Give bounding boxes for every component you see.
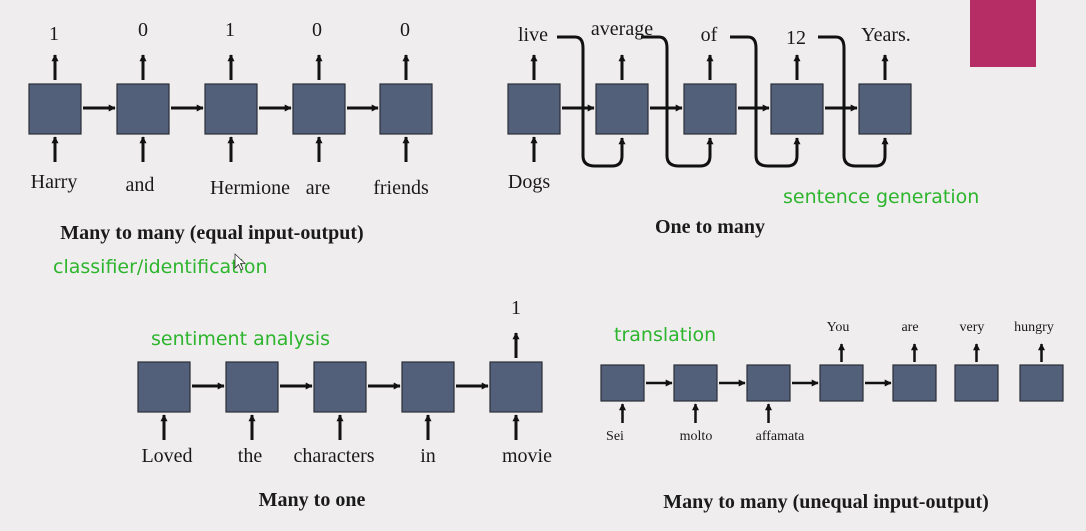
output-label: are [901, 320, 918, 335]
panel-title: Many to many (equal input-output) [60, 222, 363, 244]
output-label: Years. [861, 24, 911, 46]
feedback-arrow [557, 35, 626, 168]
rnn-cell [1019, 364, 1064, 402]
panel-many-to-many-equal: 1 0 1 0 0 Harry and Hermione are friends… [31, 19, 429, 244]
panel-many-to-many-unequal: You are very hungry Sei molto affamata M… [606, 320, 1054, 513]
feedback-arrow [730, 35, 801, 168]
rnn-cell [600, 364, 645, 402]
rnn-cell [746, 364, 791, 402]
input-label: affamata [756, 429, 805, 444]
input-label: Harry [31, 171, 78, 193]
output-label: 1 [225, 19, 235, 41]
accent-block [970, 0, 1036, 67]
rnn-cell [673, 364, 718, 402]
output-label: 0 [400, 19, 410, 41]
rnn-cell [770, 83, 824, 135]
mouse-cursor-icon [234, 253, 247, 271]
annotation-sentiment: sentiment analysis [151, 328, 330, 350]
output-label: of [701, 24, 718, 46]
rnn-cell [401, 361, 455, 413]
input-label: characters [293, 445, 374, 467]
input-label: are [306, 177, 331, 199]
input-label: molto [680, 429, 713, 444]
output-label: 12 [786, 27, 806, 49]
output-label: hungry [1014, 320, 1054, 335]
panel-title: Many to one [259, 489, 366, 511]
input-label: Dogs [508, 171, 550, 193]
rnn-cell [116, 83, 170, 135]
rnn-cell [489, 361, 543, 413]
output-label: 1 [49, 23, 59, 45]
annotation-classifier: classifier/identification [53, 256, 268, 278]
rnn-arrows [51, 35, 1045, 440]
panel-title: One to many [655, 216, 765, 238]
rnn-cell [225, 361, 279, 413]
rnn-cell [892, 364, 937, 402]
rnn-cell [819, 364, 864, 402]
input-label: and [126, 174, 155, 196]
output-label: You [827, 320, 850, 335]
output-label: average [591, 18, 653, 40]
rnn-cell [954, 364, 999, 402]
rnn-cell [28, 83, 82, 135]
rnn-cell [507, 83, 561, 135]
rnn-cell [858, 83, 912, 135]
feedback-arrow [641, 35, 714, 168]
input-label: in [420, 445, 436, 467]
panel-title: Many to many (unequal input-output) [663, 491, 989, 513]
rnn-cells [28, 83, 1064, 413]
rnn-cell [204, 83, 258, 135]
panel-many-to-one: 1 Loved the characters in movie Many to … [141, 297, 552, 511]
output-label: 0 [138, 19, 148, 41]
rnn-cell [595, 83, 649, 135]
output-label: very [960, 320, 985, 335]
rnn-cell [313, 361, 367, 413]
output-label: 0 [312, 19, 322, 41]
feedback-arrow [818, 35, 889, 168]
rnn-cell [683, 83, 737, 135]
annotation-translation: translation [614, 324, 716, 346]
output-label: 1 [511, 297, 521, 319]
input-label: the [238, 445, 263, 467]
input-label: Hermione [210, 177, 290, 199]
output-label: live [518, 24, 548, 46]
input-label: Loved [141, 445, 192, 467]
input-label: friends [373, 177, 429, 199]
rnn-cell [379, 83, 433, 135]
annotation-sentence-generation: sentence generation [783, 186, 979, 208]
input-label: movie [502, 445, 552, 467]
rnn-cell [292, 83, 346, 135]
panel-one-to-many: live average of 12 Years. Dogs One to ma… [508, 18, 911, 238]
rnn-cell [137, 361, 191, 413]
input-label: Sei [606, 429, 624, 444]
